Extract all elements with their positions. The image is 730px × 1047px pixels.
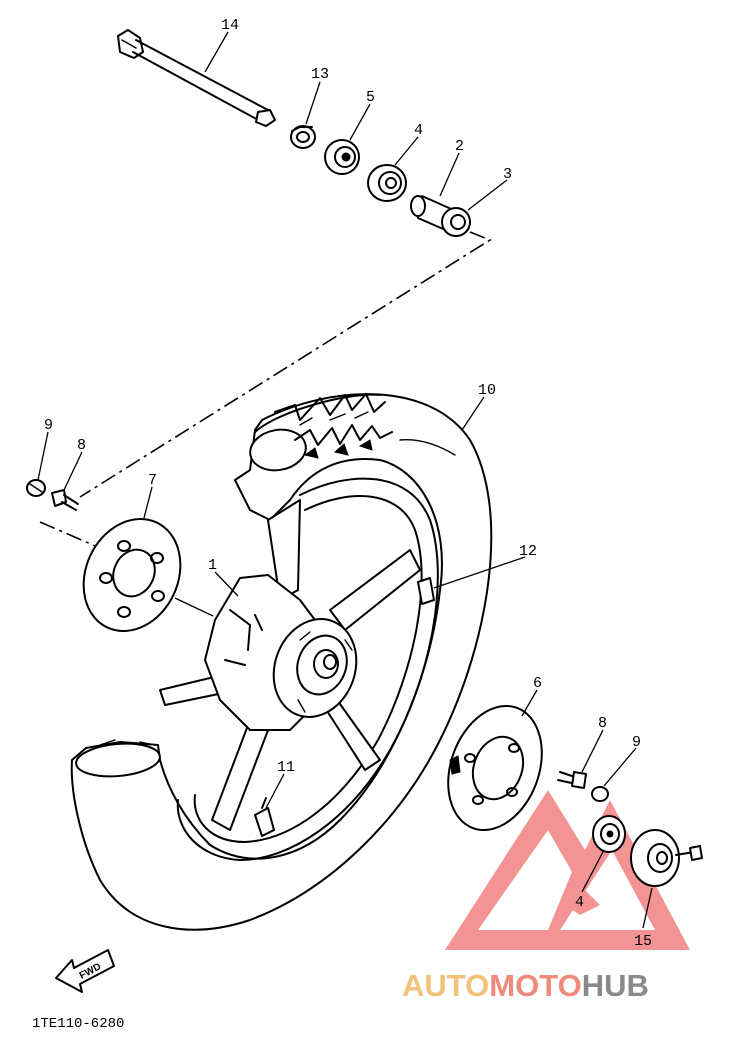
bearing-part-4 (367, 164, 407, 202)
callout-4-right: 4 (575, 894, 584, 911)
forward-direction-arrow: FWD (55, 949, 115, 993)
callout-3: 3 (503, 166, 512, 183)
callout-2: 2 (455, 138, 464, 155)
callout-12: 12 (519, 543, 537, 560)
axle-part-14 (117, 29, 276, 127)
tire-part-10 (70, 393, 493, 931)
watermark-auto: AUTO (402, 968, 489, 1003)
collar-part-13 (290, 125, 316, 149)
callout-13: 13 (311, 66, 329, 83)
svg-text:AUTOMOTOHUB: AUTOMOTOHUB (402, 968, 649, 1003)
spacer-flange-part-3 (441, 207, 471, 237)
callout-4: 4 (414, 122, 423, 139)
diagram-code: 1TE110-6280 (32, 1016, 124, 1032)
watermark-hub: HUB (582, 968, 649, 1003)
bolt-part-8-left (51, 489, 79, 511)
callout-9-right: 9 (632, 734, 641, 751)
callout-15: 15 (634, 933, 652, 950)
leader-lines (37, 31, 653, 929)
callout-9-left: 9 (44, 417, 53, 434)
brake-disc-part-6 (447, 705, 543, 831)
meter-gear-part-15 (630, 829, 703, 887)
callout-8-right: 8 (598, 715, 607, 732)
callout-8-left: 8 (77, 437, 86, 454)
watermark-moto: MOTO (489, 968, 581, 1003)
assembly-centerline (39, 231, 492, 549)
nut-part-9-left (26, 479, 46, 497)
callout-10: 10 (478, 382, 496, 399)
callout-labels: 14 13 5 4 2 3 10 9 8 7 1 12 6 8 9 11 4 1… (44, 17, 652, 950)
brake-disc-part-7 (82, 517, 182, 633)
callout-11: 11 (277, 759, 295, 776)
watermark-logo (445, 790, 690, 950)
callout-7: 7 (148, 472, 157, 489)
oil-seal-part-5 (324, 139, 360, 175)
watermark-text: AUTOMOTOHUB (402, 968, 649, 1003)
callout-1: 1 (208, 557, 217, 574)
valve-part-11 (254, 797, 275, 837)
wheel-hub-part-1 (159, 499, 421, 831)
callout-6: 6 (533, 675, 542, 692)
bearing-part-4-right (592, 815, 626, 853)
bolt-part-8-right (557, 771, 587, 789)
nut-part-9-right (591, 786, 609, 802)
callout-14: 14 (221, 17, 239, 34)
balance-weight-part-12 (417, 577, 435, 605)
callout-5: 5 (366, 89, 375, 106)
